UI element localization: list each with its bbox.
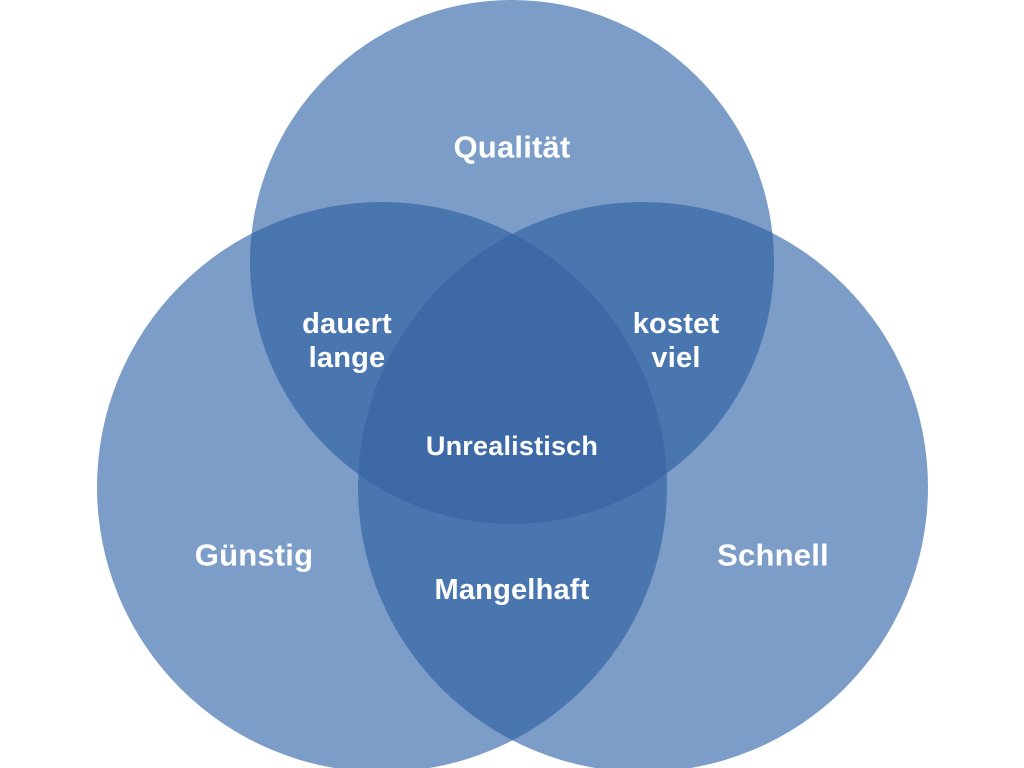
set-label-guenstig: Günstig [194, 537, 314, 573]
set-label-schnell: Schnell [717, 537, 829, 573]
set-label-qualitaet: Qualität [453, 129, 571, 165]
intersection-label-all-three: Unrealistisch [425, 431, 599, 462]
overlap-all-three[interactable] [358, 202, 928, 768]
intersection-label-qualitaet-schnell: kostet viel [632, 307, 720, 374]
intersection-label-guenstig-schnell: Mangelhaft [434, 573, 590, 606]
intersection-label-qualitaet-guenstig: dauert lange [302, 307, 392, 374]
